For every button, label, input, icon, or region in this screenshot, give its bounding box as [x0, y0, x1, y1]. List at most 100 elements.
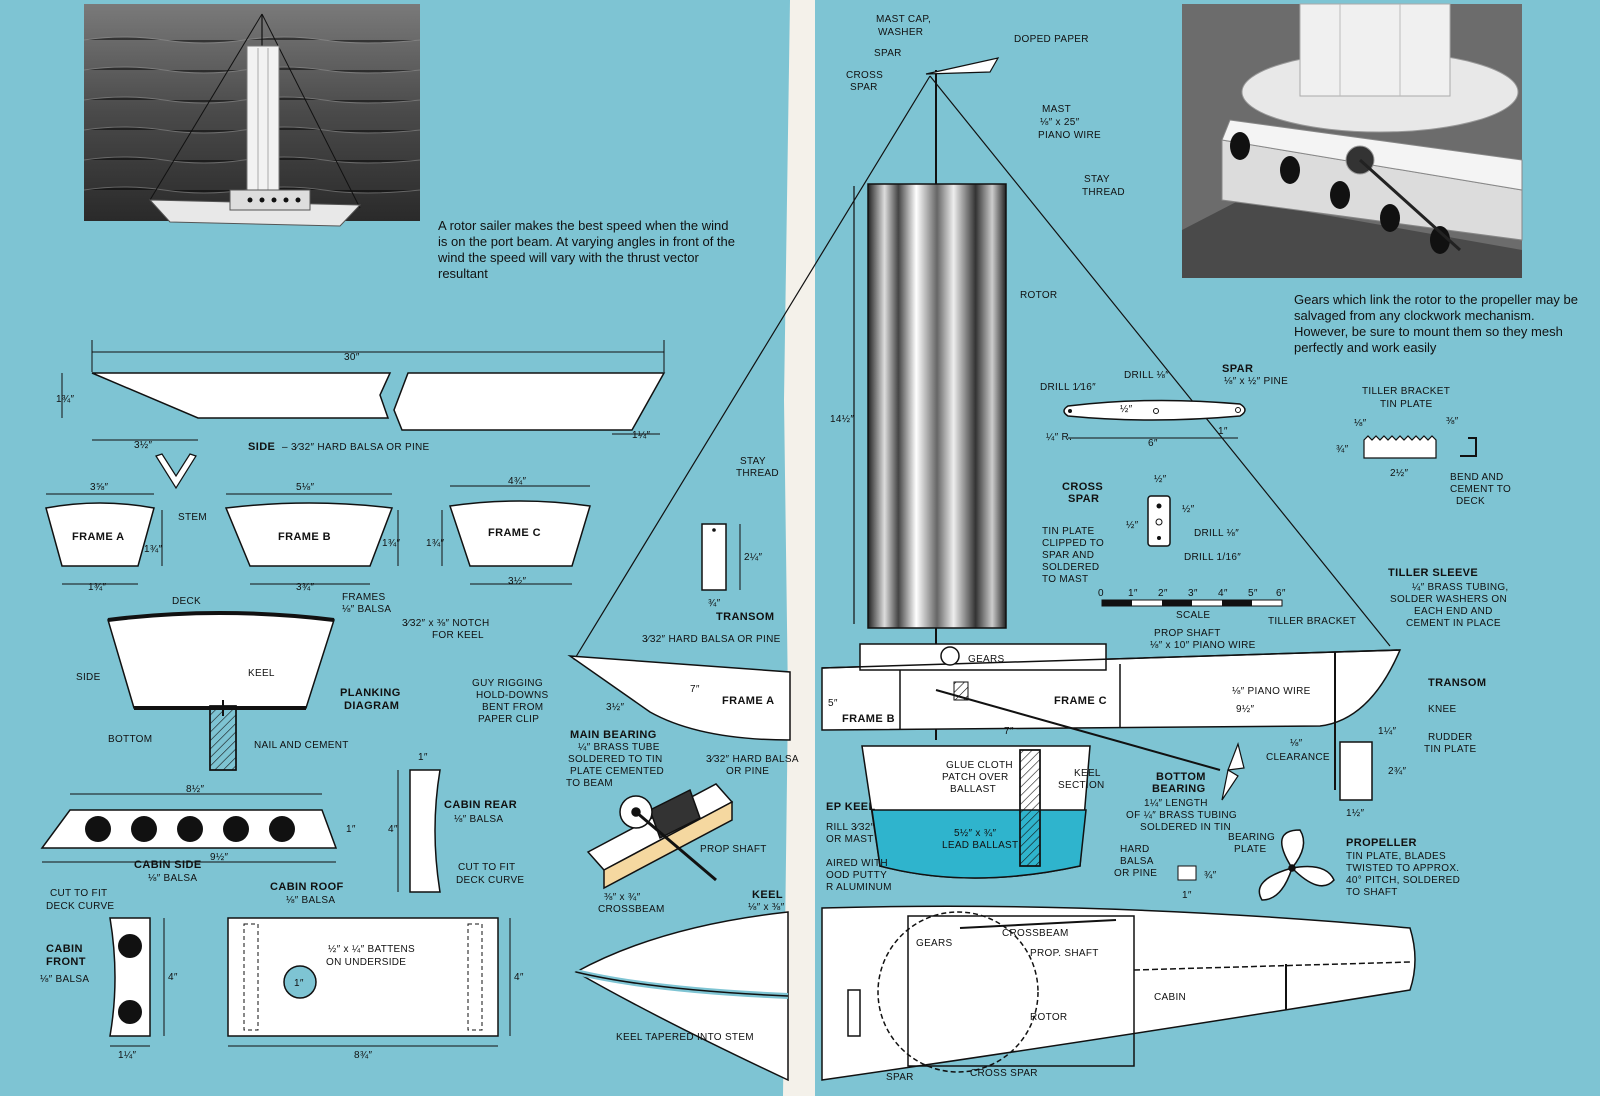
cabin-side-bottom: 9½″	[210, 852, 229, 863]
tiller-sleeve-title: TILLER SLEEVE	[1388, 567, 1478, 579]
crossbeam-1: ⅜″ x ¾″	[604, 892, 641, 903]
side-piece-drawing	[61, 340, 666, 441]
side-dim-end: 1¼″	[632, 429, 651, 441]
right-d112: 1½″	[1346, 808, 1365, 819]
right-d114: 1¼″	[1378, 725, 1397, 737]
photo-rotor-sailer-on-water	[83, 4, 421, 227]
tiller-bracket-bend-1: BEND AND	[1450, 472, 1504, 483]
tiller-sleeve-2: SOLDER WASHERS ON	[1390, 594, 1507, 605]
guy-rigging-2: HOLD-DOWNS	[476, 690, 548, 701]
transom-width: ¾″	[708, 598, 721, 609]
mast-doped: DOPED PAPER	[1014, 34, 1089, 45]
photo-gears-closeup	[1182, 3, 1523, 278]
cabin-roof-battens-1: ½″ x ¼″ BATTENS	[328, 943, 415, 955]
cross-spar-title-1: CROSS	[1062, 481, 1103, 493]
keel-section-1: KEEL	[1074, 768, 1101, 779]
frame-b-height: 1¾″	[382, 538, 401, 549]
plan-crossbeam: CROSSBEAM	[1002, 928, 1069, 939]
cross-spar-h1: ½″	[1154, 474, 1167, 485]
planking-deck: DECK	[172, 596, 201, 607]
mast-label-3: PIANO WIRE	[1038, 130, 1101, 141]
frame-a-top: 3⅝″	[90, 482, 109, 493]
cabin-rear-cut-2: DECK CURVE	[456, 875, 524, 886]
drill-mast-2: OR MAST	[826, 834, 874, 845]
cabin-roof-height: 4″	[514, 972, 524, 983]
right-piano: ⅛″ PIANO WIRE	[1232, 686, 1311, 697]
side-dim-height: 1¾″	[56, 394, 75, 405]
transom-height: 2¼″	[744, 551, 763, 563]
cabin-side-top: 8½″	[186, 784, 205, 795]
tiller-bracket-d1: ⅛″	[1354, 418, 1367, 429]
crossbeam-2: CROSSBEAM	[598, 904, 665, 915]
cabin-front-title-2: FRONT	[46, 956, 86, 968]
propeller-side	[1221, 742, 1245, 801]
keel-tapered: KEEL TAPERED INTO STEM	[616, 1032, 754, 1043]
rotor-label: ROTOR	[1020, 290, 1057, 301]
mast-label-2: ⅛″ x 25″	[1040, 117, 1080, 128]
cross-spar-tin-5: TO MAST	[1042, 574, 1088, 585]
mast-spar: SPAR	[874, 48, 902, 59]
plan-gears: GEARS	[916, 938, 953, 949]
tiller-sleeve-4: CEMENT IN PLACE	[1406, 618, 1501, 629]
prop-shaft-left: PROP SHAFT	[700, 844, 767, 855]
bottom-bearing-2: OF ¼″ BRASS TUBING	[1126, 809, 1237, 821]
stem-piece	[155, 453, 197, 490]
mast-label-1: MAST	[1042, 104, 1071, 115]
tiller-sleeve-3: EACH END AND	[1414, 606, 1493, 617]
side-title: SIDE	[248, 441, 275, 453]
spar-spec: ⅛″ x ½″ PINE	[1224, 376, 1288, 387]
side-spec: – 3⁄32″ HARD BALSA OR PINE	[282, 442, 430, 453]
cabin-roof-hole: 1″	[294, 978, 304, 989]
stay-right-2: THREAD	[1082, 187, 1125, 198]
right-knee: KNEE	[1428, 704, 1456, 715]
cabin-side-spec: ⅛″ BALSA	[148, 873, 197, 884]
right-clear-2: CLEARANCE	[1266, 752, 1330, 763]
frame-c	[441, 485, 591, 585]
right-rudder-1: RUDDER	[1428, 732, 1473, 743]
planking-bottom: BOTTOM	[108, 734, 152, 745]
cabin-rear-title: CABIN REAR	[444, 799, 517, 811]
cabin-roof-spec: ⅛″ BALSA	[286, 895, 335, 906]
cross-spar-drill-1: DRILL ⅛″	[1194, 528, 1239, 539]
glue-cloth-2: PATCH OVER	[942, 772, 1009, 783]
cabin-front-height: 4″	[168, 972, 178, 983]
drill-mast-1: RILL 3⁄32″	[826, 822, 875, 833]
plan-cabin: CABIN	[1154, 992, 1186, 1003]
propeller-title: PROPELLER	[1346, 837, 1417, 849]
cabin-side-title: CABIN SIDE	[134, 859, 202, 871]
cabin-side-height: 1″	[346, 824, 356, 835]
guy-rigging-3: BENT FROM	[482, 702, 543, 713]
cross-spar-drill-2: DRILL 1/16″	[1184, 552, 1241, 563]
main-bearing-title: MAIN BEARING	[570, 729, 657, 741]
planking-title-2: DIAGRAM	[344, 700, 399, 712]
cross-spar-h2: ½″	[1182, 504, 1195, 515]
plan-prop-shaft: PROP. SHAFT	[1030, 948, 1099, 959]
rotor-cylinder	[867, 183, 1007, 629]
frame-a	[45, 493, 163, 585]
frame-c-bottom: 3½″	[508, 576, 527, 587]
spar-six: 6″	[1148, 438, 1158, 449]
cabin-rear-width: 1″	[418, 752, 428, 763]
scale-tick-5: 5″	[1248, 588, 1258, 599]
deep-keel-label: EP KEEL	[826, 801, 876, 813]
tiller-bracket-title-1: TILLER BRACKET	[1362, 386, 1450, 397]
propeller-2: TWISTED TO APPROX.	[1346, 863, 1459, 874]
cross-spar-detail	[1147, 495, 1171, 547]
tiller-bracket-d2: ⅜″	[1446, 416, 1459, 427]
spar-radius: ¼″ R.	[1046, 431, 1072, 443]
planking-keel: KEEL	[248, 668, 275, 679]
side-dim-taper: 3½″	[134, 440, 153, 451]
cabin-front-cut-1: CUT TO FIT	[50, 888, 107, 899]
bottom-bearing-d1: 1″	[1182, 890, 1192, 901]
frame-c-height: 1¾″	[426, 538, 445, 549]
stay-right-1: STAY	[1084, 174, 1110, 185]
hard-balsa-2: BALSA	[1120, 856, 1154, 867]
spar-detail	[1063, 399, 1246, 421]
main-bearing-3: PLATE CEMENTED	[570, 766, 664, 777]
planking-title-1: PLANKING	[340, 687, 401, 699]
glue-cloth-1: GLUE CLOTH	[946, 760, 1013, 771]
frame-c-title: FRAME C	[488, 527, 541, 539]
planking-nail: NAIL AND CEMENT	[254, 740, 349, 751]
cabin-front-title-1: CABIN	[46, 943, 83, 955]
